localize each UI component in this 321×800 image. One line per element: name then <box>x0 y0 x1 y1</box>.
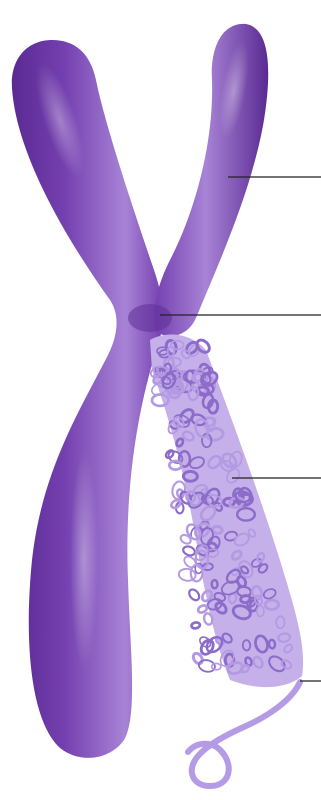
chromatin-coil <box>198 659 216 674</box>
chromatin-coil <box>191 622 200 629</box>
dna-strand-path <box>188 682 300 786</box>
left-lower-highlight <box>70 450 98 670</box>
dna-strand <box>188 682 300 786</box>
right-chromatid-arm <box>155 24 269 336</box>
chromatin-coil <box>187 587 201 602</box>
chromatin-coil <box>169 461 181 470</box>
left-chromatid <box>12 40 163 758</box>
right-chromatid-upper <box>155 24 269 336</box>
chromatin-coil <box>212 663 222 670</box>
chromatin-coil <box>182 545 196 557</box>
chromatin-coil <box>178 568 196 582</box>
chromatin-fiber <box>149 335 303 688</box>
centromere <box>128 304 172 332</box>
